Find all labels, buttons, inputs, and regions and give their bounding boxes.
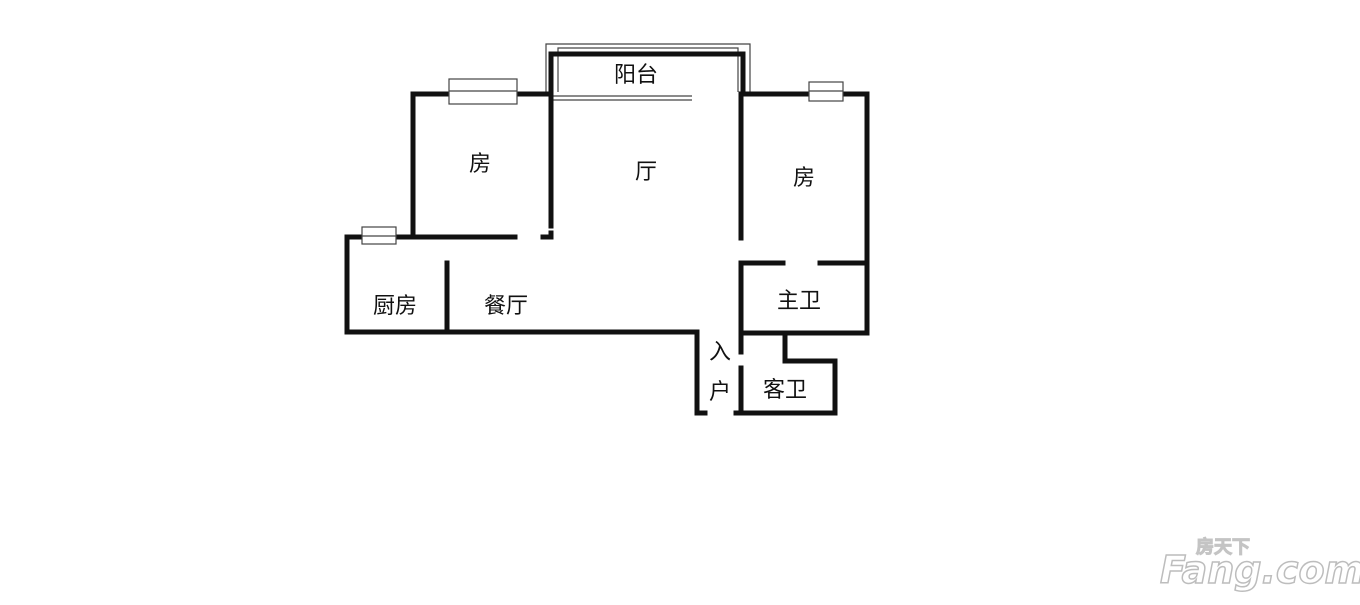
watermark-cn: 房天下: [1196, 536, 1250, 558]
watermark-logo: 房天下 Fang.com: [1159, 536, 1360, 593]
label-dining-room: 餐厅: [484, 294, 528, 319]
label-living-room: 厅: [635, 160, 657, 185]
watermark-en: Fang.com: [1160, 548, 1360, 592]
windows: [361, 78, 844, 245]
label-bedroom-right: 房: [793, 166, 815, 191]
balcony-outline: [545, 43, 751, 101]
label-master-bath: 主卫: [777, 289, 821, 314]
label-guest-bath: 客卫: [763, 378, 807, 403]
label-bedroom-left: 房: [469, 152, 491, 177]
label-entrance-1: 入: [709, 340, 731, 365]
label-entrance-2: 户: [709, 380, 731, 405]
label-balcony: 阳台: [614, 63, 658, 88]
walls: [344, 51, 870, 416]
label-kitchen: 厨房: [373, 294, 417, 319]
